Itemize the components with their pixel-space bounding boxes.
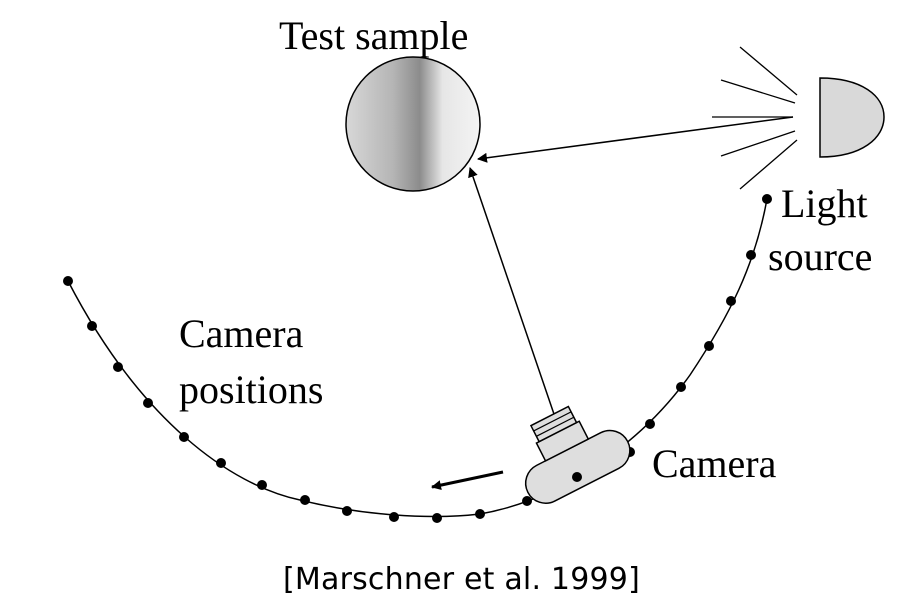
camera-label: Camera [652, 441, 777, 486]
light-rays [712, 46, 798, 190]
camera-position-dot [522, 496, 532, 506]
camera-position-dot [726, 296, 736, 306]
test-sample-sphere [345, 56, 481, 192]
camera-position-dot [257, 480, 267, 490]
incident-light-arrow [477, 116, 794, 163]
camera-position-dot [179, 432, 189, 442]
light-ray [739, 46, 798, 96]
camera-position-dot [143, 398, 153, 408]
camera-position-dot [746, 250, 756, 260]
light-ray [720, 79, 796, 104]
light-ray [739, 139, 798, 190]
camera-position-dot [63, 276, 73, 286]
light-source-label-line2: source [768, 234, 872, 279]
camera-position-dot [389, 512, 399, 522]
camera-position-dot [475, 509, 485, 519]
camera-position-dot [113, 362, 123, 372]
camera-position-dot [704, 341, 714, 351]
lamp-icon [819, 77, 885, 158]
reflected-light-arrow [468, 167, 557, 421]
citation: [Marschner et al. 1999] [283, 562, 640, 597]
camera-position-dot [572, 472, 582, 482]
camera-position-dot [676, 382, 686, 392]
camera-position-dot [762, 194, 772, 204]
test-sample-label: Test sample [279, 13, 468, 58]
camera-positions-label-line2: positions [179, 367, 323, 412]
camera-position-dot [216, 458, 226, 468]
camera-position-dot [342, 506, 352, 516]
light-source-label-line1: Light [781, 181, 868, 226]
camera-position-dot [645, 419, 655, 429]
camera-motion-arrow [431, 470, 504, 491]
light-ray [720, 130, 796, 157]
camera-icon [524, 405, 631, 504]
camera-position-dot [87, 321, 97, 331]
camera-position-dot [432, 513, 442, 523]
camera-positions-label-line1: Camera [179, 311, 304, 356]
camera-position-dot [300, 495, 310, 505]
